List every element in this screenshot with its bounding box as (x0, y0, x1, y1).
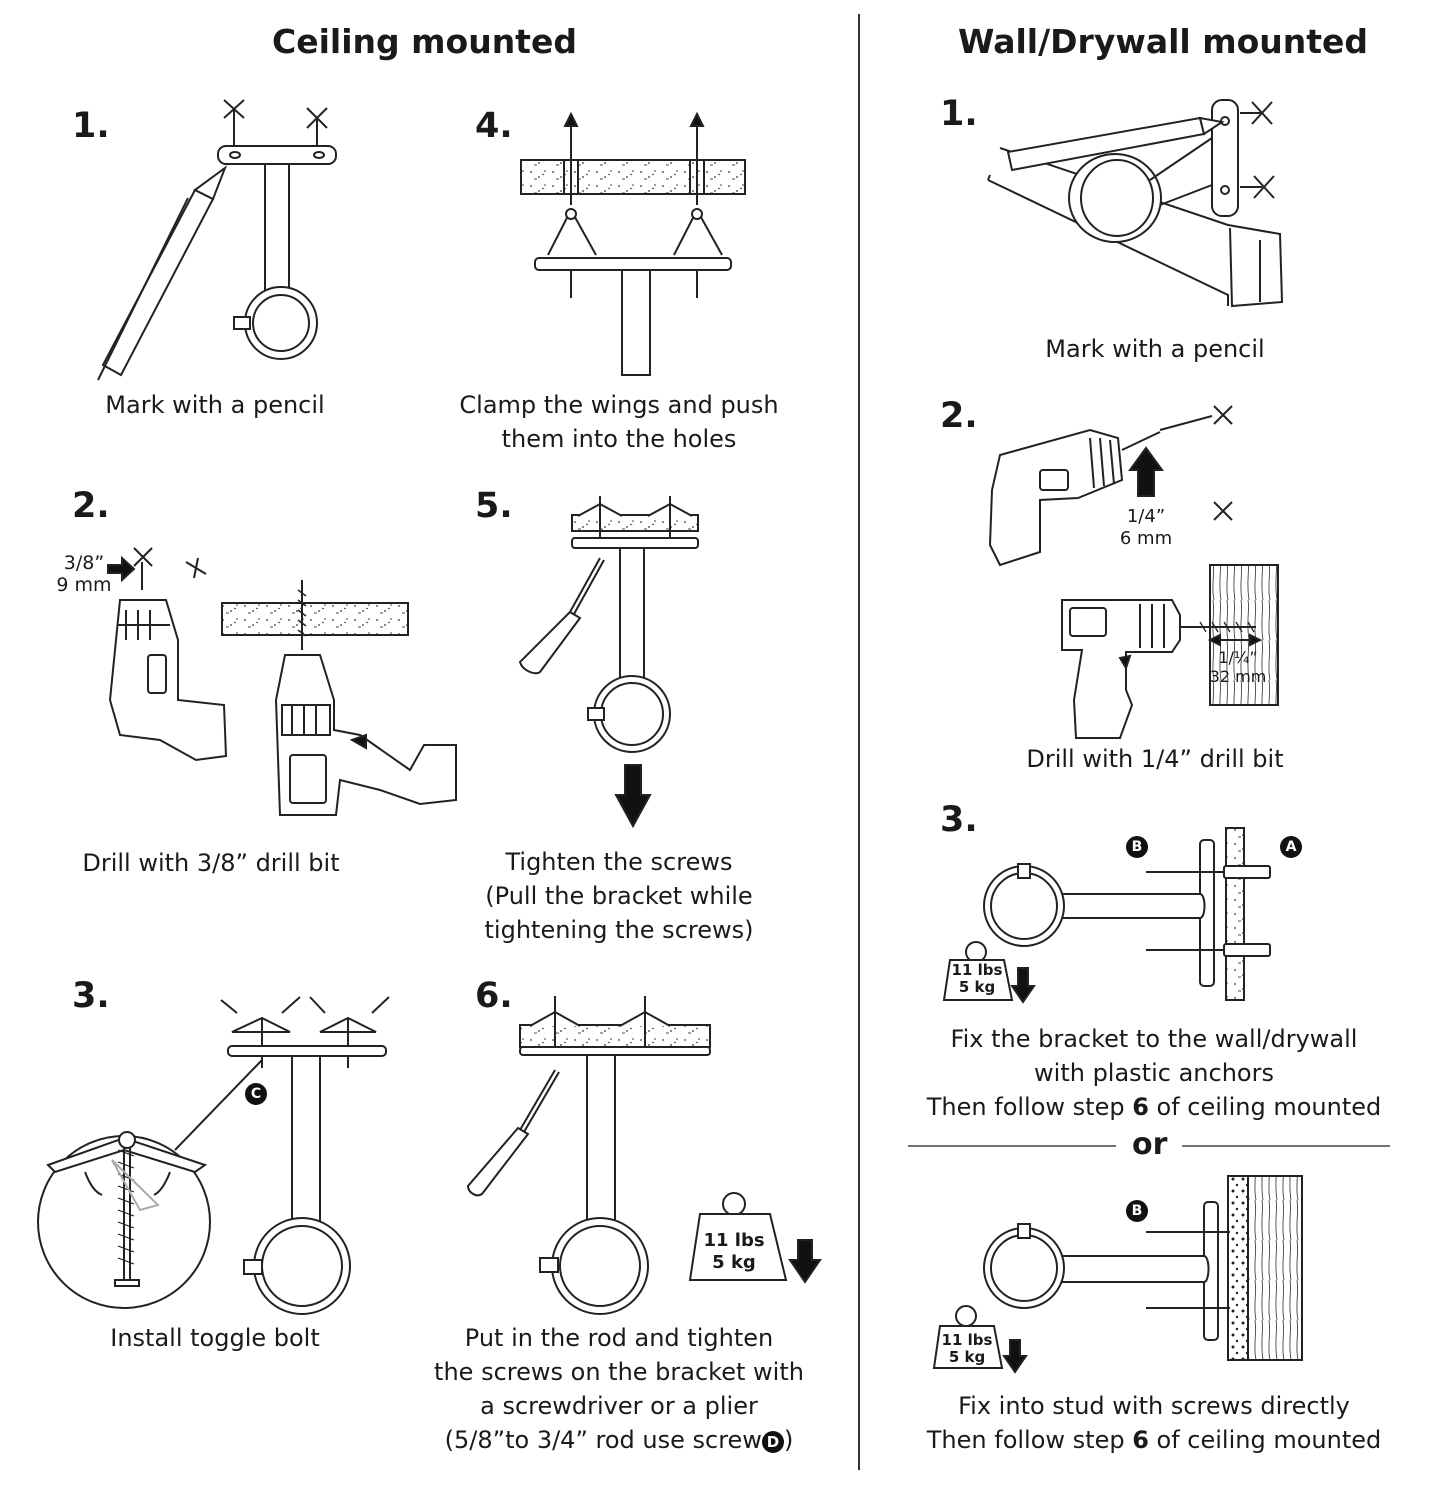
ceiling-step3-badge-c: C (245, 1083, 267, 1105)
ceiling-step5-caption-line3: tightening the screws) (484, 916, 754, 944)
wall-step3-caption-line2: with plastic anchors (1034, 1059, 1274, 1087)
ceiling-step3-illustration (37, 996, 390, 1315)
ceiling-step6-caption: Put in the rod and tighten the screws on… (419, 1321, 819, 1457)
ceiling-step2-size-label: 3/8” 9 mm (52, 552, 116, 596)
ceiling-step1-illustration (97, 99, 337, 381)
wall-step2-caption: Drill with 1/4” drill bit (1026, 745, 1284, 773)
ceiling-step6-caption-line4-end: ) (783, 1426, 794, 1454)
ceiling-step6-caption-line3: a screwdriver or a plier (480, 1392, 758, 1420)
ceiling-step6-weight-lbs: 11 lbs (703, 1230, 765, 1251)
wall-step2-depth-mm: 32 mm (1209, 667, 1267, 686)
ceiling-step4-caption-line1: Clamp the wings and push (459, 391, 779, 419)
wall-step3-number: 3. (940, 800, 978, 840)
wall-alt-illustration (932, 1175, 1303, 1374)
wall-step3-weight-lbs: 11 lbs (951, 961, 1003, 979)
wall-step2-size-mm: 6 mm (1119, 528, 1173, 549)
ceiling-step5-caption: Tighten the screws (Pull the bracket whi… (444, 845, 794, 947)
ceiling-heading: Ceiling mounted (272, 22, 577, 61)
wall-alt-weight-label: 11 lbs 5 kg (936, 1332, 998, 1366)
ceiling-step2-number: 2. (72, 486, 110, 526)
wall-step3-illustration (942, 827, 1271, 1004)
wall-step2-size-inch: 1/4” (1126, 506, 1166, 527)
ceiling-step6-number: 6. (475, 976, 513, 1016)
ceiling-step6-caption-line1: Put in the rod and tighten (464, 1324, 774, 1352)
wall-step2-illustration (988, 405, 1279, 739)
ceiling-step5-illustration (518, 496, 699, 829)
ceiling-step6-caption-line4-text: (5/8”to 3/4” rod use screw (444, 1426, 762, 1454)
wall-step3-badge-b: B (1126, 836, 1148, 858)
wall-alt-weight-kg: 5 kg (948, 1348, 986, 1366)
wall-step1-illustration (987, 99, 1284, 308)
ceiling-step2-caption: Drill with 3/8” drill bit (82, 849, 340, 877)
wall-step1-caption: Mark with a pencil (1045, 335, 1265, 363)
ceiling-step4-caption: Clamp the wings and push them into the h… (444, 388, 794, 456)
wall-alt-badge-b: B (1126, 1200, 1148, 1222)
or-separator: or (1132, 1127, 1168, 1162)
wall-alt-caption: Fix into stud with screws directly Then … (914, 1389, 1394, 1457)
ceiling-step6-weight-label: 11 lbs 5 kg (694, 1230, 774, 1274)
wall-alt-follow-post: of ceiling mounted (1148, 1426, 1382, 1454)
ceiling-step5-caption-line2: (Pull the bracket while (485, 882, 753, 910)
wall-step3-caption-line1: Fix the bracket to the wall/drywall (950, 1025, 1358, 1053)
wall-step2-depth-inch: 1/¼” (1218, 648, 1258, 667)
ceiling-step1-caption: Mark with a pencil (105, 391, 325, 419)
ceiling-step6-badge-d: D (761, 1431, 784, 1453)
wall-step3-follow: Then follow step 6 of ceiling mounted (914, 1090, 1394, 1124)
wall-alt-follow-pre: Then follow step (926, 1426, 1133, 1454)
wall-step3-weight-kg: 5 kg (958, 978, 996, 996)
ceiling-step2-size-inch: 3/8” (63, 552, 105, 574)
wall-step3-badge-a: A (1280, 836, 1302, 858)
wall-step3-follow-pre: Then follow step (926, 1093, 1133, 1121)
wall-step3-weight-label: 11 lbs 5 kg (946, 962, 1008, 996)
ceiling-step4-number: 4. (475, 106, 513, 146)
ceiling-step2-illustration (107, 547, 457, 816)
ceiling-step3-number: 3. (72, 976, 110, 1016)
ceiling-step4-caption-line2: them into the holes (501, 425, 737, 453)
ceiling-step5-caption-line1: Tighten the screws (505, 848, 733, 876)
ceiling-step4-illustration (520, 111, 746, 376)
ceiling-step2-size-mm: 9 mm (56, 574, 112, 596)
wall-step2-depth-label: 1/¼” 32 mm (1206, 648, 1270, 686)
wall-step2-number: 2. (940, 396, 978, 436)
wall-step3-follow-bold: 6 (1132, 1093, 1149, 1121)
wall-alt-follow: Then follow step 6 of ceiling mounted (914, 1423, 1394, 1457)
wall-alt-caption-line1: Fix into stud with screws directly (958, 1392, 1350, 1420)
ceiling-step6-illustration (466, 996, 822, 1315)
wall-alt-weight-lbs: 11 lbs (941, 1331, 993, 1349)
ceiling-step6-weight-kg: 5 kg (712, 1252, 756, 1273)
ceiling-step5-number: 5. (475, 486, 513, 526)
wall-step3-caption: Fix the bracket to the wall/drywall with… (914, 1022, 1394, 1124)
wall-step2-size-label: 1/4” 6 mm (1112, 506, 1180, 550)
wall-heading: Wall/Drywall mounted (958, 22, 1369, 61)
ceiling-step1-number: 1. (72, 106, 110, 146)
wall-alt-follow-bold: 6 (1132, 1426, 1149, 1454)
ceiling-step6-caption-line2: the screws on the bracket with (434, 1358, 804, 1386)
wall-step3-follow-post: of ceiling mounted (1148, 1093, 1382, 1121)
ceiling-step3-caption: Install toggle bolt (110, 1324, 320, 1352)
wall-step1-number: 1. (940, 94, 978, 134)
